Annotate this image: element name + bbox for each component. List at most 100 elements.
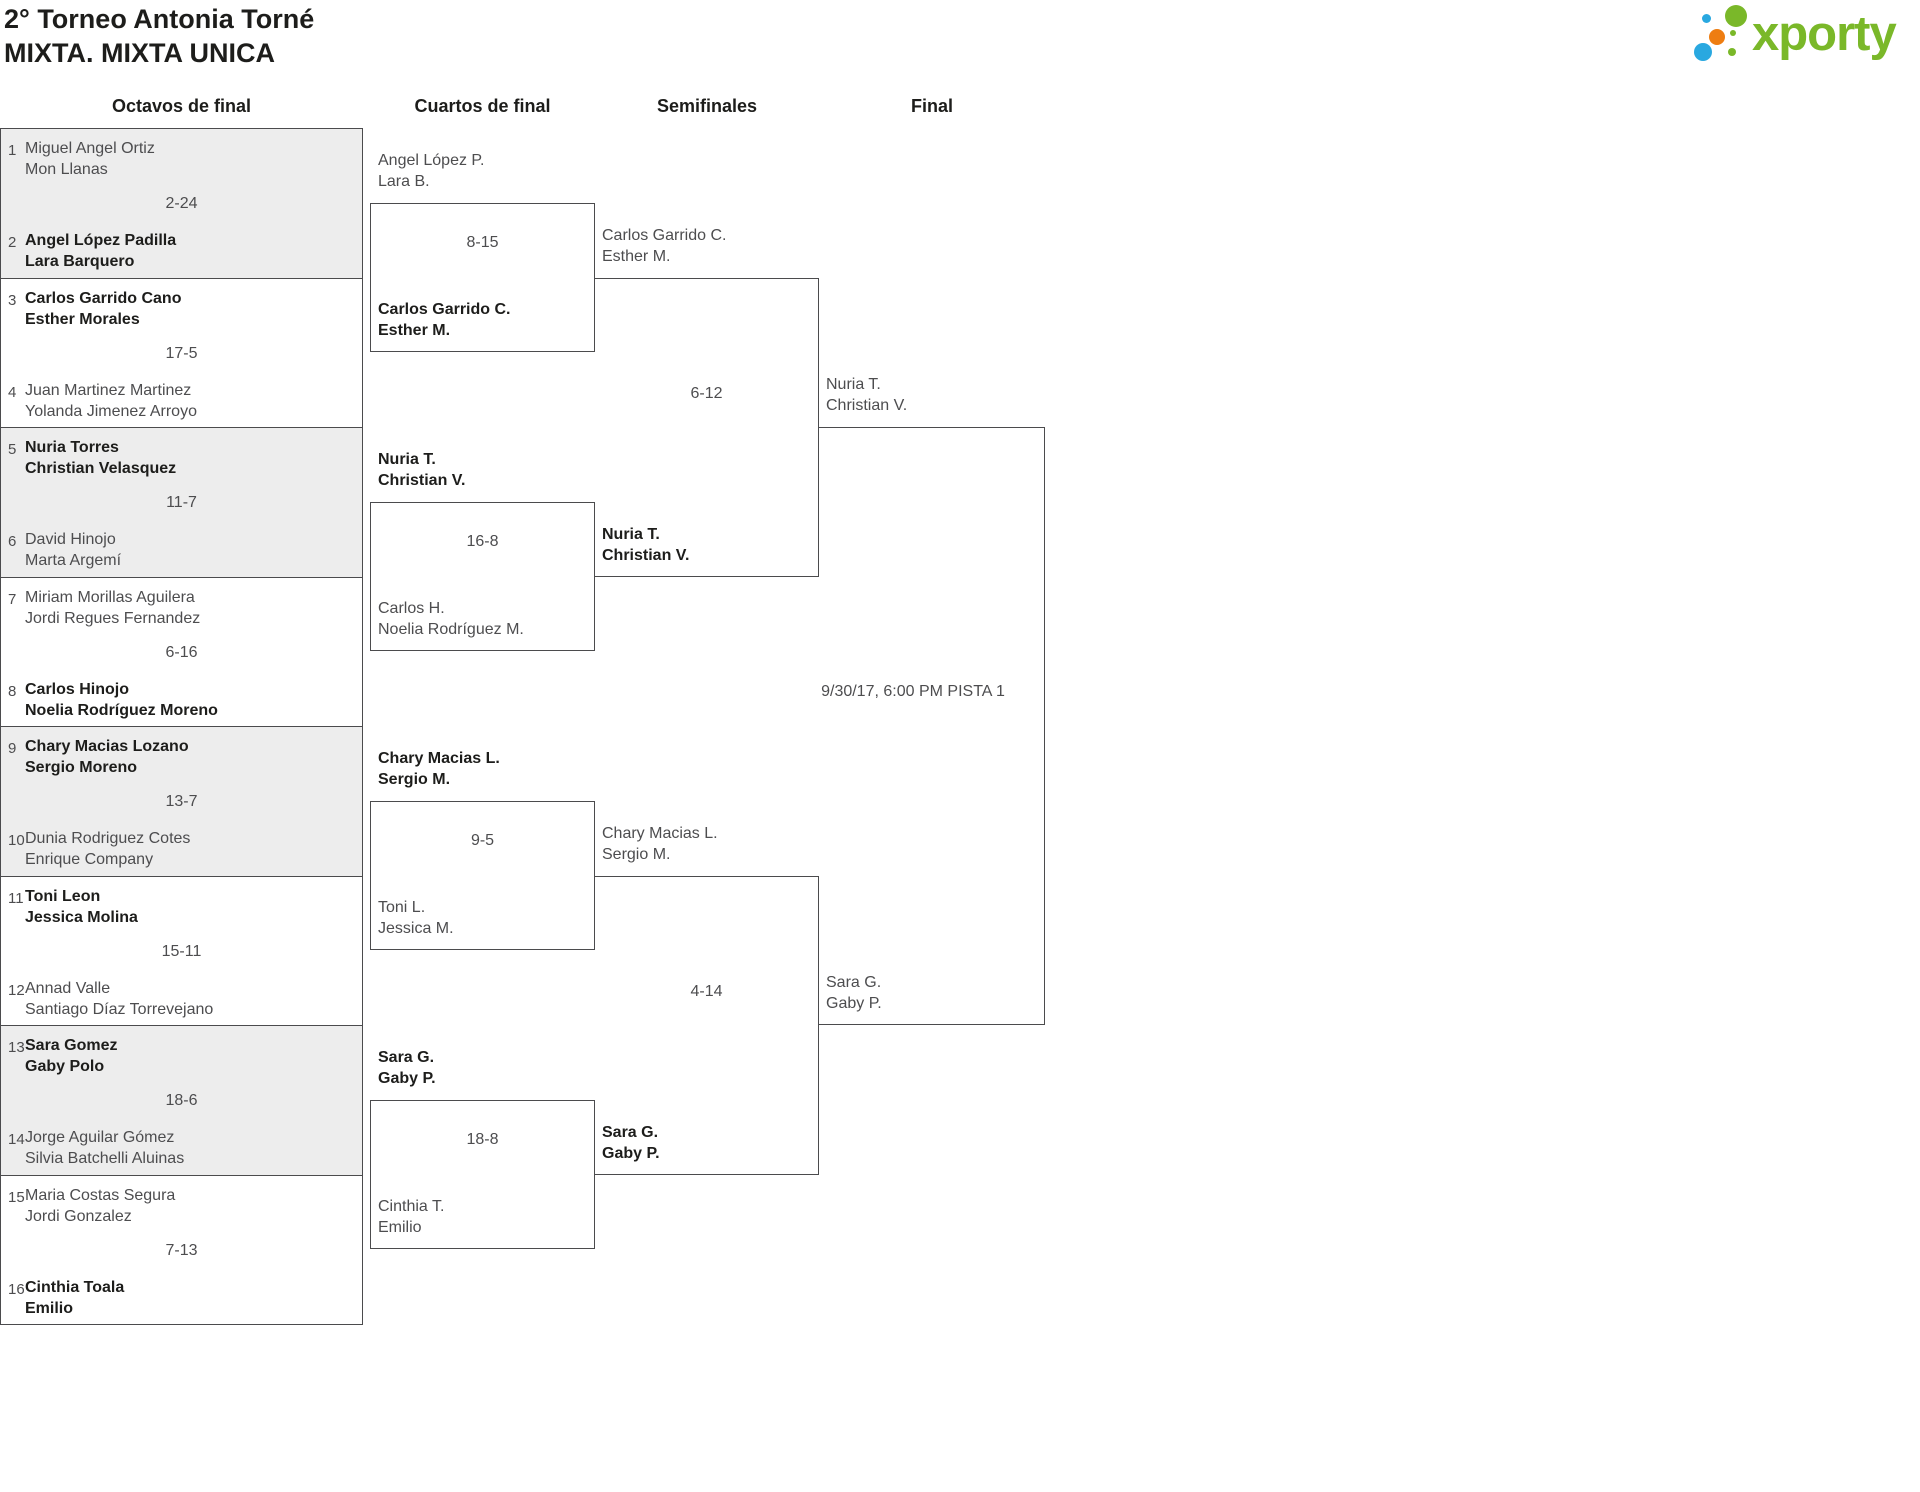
match-box-qf-4[interactable]: Sara G. Gaby P. 18-8 Cinthia T. Emilio [370,1049,595,1250]
player-name: Maria Costas Segura [25,1186,176,1204]
match-score: 7-13 [165,1241,198,1259]
match-box-qf-1[interactable]: Angel López P. Lara B. 8-15 Carlos Garri… [370,152,595,353]
player-name: Miguel Angel Ortiz [25,140,155,157]
player-name: Cinthia Toala [25,1278,125,1296]
player-name: Gaby Polo [25,1058,105,1075]
logo-dot-icon [1709,29,1725,45]
team-names: Sara G. Gaby P. [826,972,882,1014]
round-header-semifinales: Semifinales [656,96,758,116]
team-names: Carlos Garrido C. Esther M. [378,299,510,341]
match-box-qf-2[interactable]: Nuria T. Christian V. 16-8 Carlos H. Noe… [370,451,595,652]
match-box-r16-3[interactable]: 5 Nuria Torres Christian Velasquez 11-7 … [0,427,363,578]
match-box-r16-5[interactable]: 9 Chary Macias Lozano Sergio Moreno 13-7… [0,726,363,877]
player-name: Carlos Garrido Cano [25,289,182,307]
player-name: Sergio M. [378,770,451,788]
player-name: Gaby P. [378,1069,436,1087]
team-names: Nuria T. Christian V. [602,524,689,566]
player-name: Juan Martinez Martinez [25,381,192,399]
player-name: Lara Barquero [25,253,135,270]
match-box-r16-6[interactable]: 11 Toni Leon Jessica Molina 15-11 12 Ann… [0,875,363,1026]
match-score: 17-5 [165,344,198,362]
player-name: Marta Argemí [25,552,122,569]
team-names: Carlos Garrido C. Esther M. [602,225,726,267]
player-name: Lara B. [378,172,430,190]
logo-dot-icon [1725,5,1747,27]
player-name: Toni Leon [25,887,101,905]
player-name: Gaby P. [602,1144,660,1162]
seed-number: 1 [8,142,17,159]
player-name: Silvia Batchelli Aluinas [25,1150,185,1167]
seed-number: 15 [8,1188,25,1206]
match-score: 8-15 [466,233,499,251]
team-names: Carlos Hinojo Noelia Rodríguez Moreno [25,679,218,721]
seed-number: 8 [8,682,17,700]
player-name: Chary Macias L. [602,824,718,842]
match-score: 18-6 [165,1092,198,1109]
team-names: Maria Costas Segura Jordi Gonzalez [25,1185,175,1227]
player-name: Angel López P. [378,151,485,169]
seed-number: 4 [8,383,17,401]
player-name: Sara G. [378,1048,435,1066]
player-name: Mon Llanas [25,161,108,178]
team-names: Carlos Garrido Cano Esther Morales [25,288,181,330]
player-name: Jordi Regues Fernandez [25,609,201,627]
player-name: Jordi Gonzalez [25,1207,132,1225]
team-names: Chary Macias Lozano Sergio Moreno [25,736,189,778]
tournament-title: 2° Torneo Antonia Torné [4,4,315,34]
seed-number: 13 [8,1039,25,1056]
round-header-cuartos: Cuartos de final [414,96,551,116]
logo-dot-icon [1702,14,1711,23]
player-name: Carlos Garrido C. [602,226,727,244]
match-box-sf-2[interactable]: Chary Macias L. Sergio M. 4-14 Sara G. G… [595,825,819,1175]
player-name: Esther Morales [25,310,140,328]
player-name: Emilio [378,1218,422,1236]
player-name: Emilio [25,1299,74,1317]
match-box-r16-8[interactable]: 15 Maria Costas Segura Jordi Gonzalez 7-… [0,1174,363,1325]
player-name: Santiago Díaz Torrevejano [25,1000,214,1018]
player-name: Nuria T. [826,376,881,393]
team-names: Carlos H. Noelia Rodríguez M. [378,598,524,640]
seed-number: 10 [8,832,25,849]
seed-number: 5 [8,441,17,458]
seed-number: 6 [8,533,17,550]
match-box-r16-1[interactable]: 1 Miguel Angel Ortiz Mon Llanas 2-24 2 A… [0,128,363,279]
match-box-r16-7[interactable]: 13 Sara Gomez Gaby Polo 18-6 14 Jorge Ag… [0,1025,363,1176]
match-score: 9-5 [470,831,495,849]
player-name: Esther M. [602,247,671,265]
match-score: 13-7 [165,793,198,810]
team-names: Sara Gomez Gaby Polo [25,1035,117,1077]
match-box-r16-2[interactable]: 3 Carlos Garrido Cano Esther Morales 17-… [0,277,363,428]
logo-wordmark: xporty [1752,7,1897,61]
team-names: Annad Valle Santiago Díaz Torrevejano [25,978,213,1020]
round-header-octavos: Octavos de final [111,96,252,116]
match-box-final[interactable]: Nuria T. Christian V. 9/30/17, 6:00 PM P… [819,376,1045,1025]
team-names: Juan Martinez Martinez Yolanda Jimenez A… [25,380,197,422]
player-name: Gaby P. [826,995,882,1012]
match-score: 18-8 [466,1130,499,1148]
player-name: Sara G. [826,974,882,991]
team-names: Jorge Aguilar Gómez Silvia Batchelli Alu… [25,1127,184,1169]
team-names: Cinthia T. Emilio [378,1196,444,1238]
team-names: Miriam Morillas Aguilera Jordi Regues Fe… [25,587,200,629]
player-name: Yolanda Jimenez Arroyo [25,402,197,420]
player-name: Cinthia T. [378,1197,445,1215]
match-score: 6-12 [690,384,723,402]
match-box-qf-3[interactable]: Chary Macias L. Sergio M. 9-5 Toni L. Je… [370,750,595,951]
match-score: 11-7 [166,494,197,511]
team-names: David Hinojo Marta Argemí [25,529,121,571]
player-name: Noelia Rodríguez Moreno [25,701,218,719]
match-score: 6-16 [165,643,198,661]
seed-number: 7 [8,590,17,608]
seed-number: 12 [8,981,25,999]
player-name: Nuria T. [602,525,660,543]
player-name: Christian V. [602,546,690,564]
match-score: 2-24 [165,195,198,212]
round-header-final: Final [910,96,953,116]
team-names: Chary Macias L. Sergio M. [378,748,500,790]
match-box-sf-1[interactable]: Carlos Garrido C. Esther M. 6-12 Nuria T… [595,227,819,577]
player-name: Enrique Company [25,851,154,868]
player-name: Christian Velasquez [25,460,177,477]
match-box-r16-4[interactable]: 7 Miriam Morillas Aguilera Jordi Regues … [0,576,363,727]
team-names: Chary Macias L. Sergio M. [602,823,718,865]
